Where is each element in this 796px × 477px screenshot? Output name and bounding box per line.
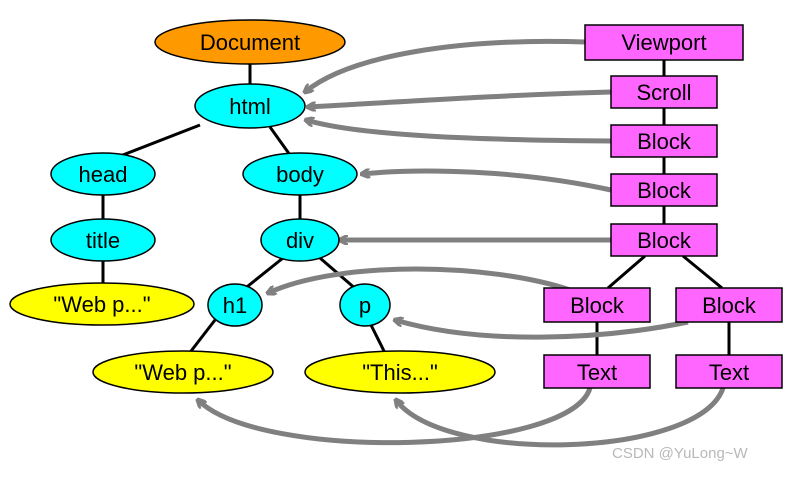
edge-block-block-h1 — [607, 254, 646, 290]
render-viewport: Viewport — [584, 24, 744, 61]
node-title-label: title — [86, 228, 120, 253]
render-block-body-box — [610, 173, 718, 207]
node-head-label: head — [79, 162, 128, 187]
node-div: div — [260, 218, 340, 262]
node-document-label: Document — [200, 30, 300, 55]
render-text-h1-label: Text — [577, 360, 617, 385]
node-title-shape — [50, 218, 156, 262]
node-document: Document — [154, 19, 346, 65]
arrow-block-h1 — [268, 266, 571, 293]
node-body-shape — [242, 152, 358, 196]
render-block-p-box — [675, 287, 783, 323]
render-block-html-label: Block — [637, 129, 692, 154]
node-document-shape — [154, 19, 346, 65]
arrow-block-p — [395, 320, 689, 340]
edge-html-body — [268, 126, 292, 156]
node-p: p — [339, 283, 391, 327]
node-title-text: "Web p..." — [9, 282, 195, 326]
node-h1-label: h1 — [223, 293, 247, 318]
render-text-p: Text — [675, 354, 783, 389]
node-title-text-shape — [9, 282, 195, 326]
node-head: head — [50, 152, 156, 196]
node-div-shape — [260, 218, 340, 262]
render-block-h1-box — [543, 287, 651, 323]
render-text-p-label: Text — [709, 360, 749, 385]
node-html: html — [194, 83, 306, 129]
node-html-label: html — [229, 94, 271, 119]
render-scroll-box — [610, 75, 718, 109]
dom-tree: Document html head title "Web p..." body… — [9, 19, 496, 394]
node-h1-text-shape — [92, 350, 274, 394]
edge-div-h1 — [242, 256, 284, 292]
render-scroll: Scroll — [610, 75, 718, 109]
render-viewport-label: Viewport — [621, 30, 706, 55]
render-scroll-label: Scroll — [636, 80, 691, 105]
arrow-block-html — [306, 120, 612, 144]
node-title-text-label: "Web p..." — [53, 292, 150, 317]
render-tree: Viewport Scroll Block Block Block Block … — [543, 24, 783, 389]
node-p-label: p — [359, 293, 371, 318]
node-body-label: body — [276, 162, 324, 187]
mapping-arrows — [198, 38, 726, 448]
watermark: CSDN @YuLong~W — [612, 445, 748, 462]
arrow-block-body — [362, 171, 612, 193]
render-block-body-label: Block — [637, 178, 692, 203]
node-h1-text-label: "Web p..." — [134, 360, 231, 385]
edge-block-block-p — [682, 254, 723, 290]
render-text-p-box — [675, 354, 783, 389]
node-h1-text: "Web p..." — [92, 350, 274, 394]
render-viewport-box — [584, 24, 744, 61]
arrow-viewport-html — [305, 38, 586, 92]
render-block-div-label: Block — [637, 228, 692, 253]
render-block-h1-label: Block — [570, 293, 625, 318]
node-body: body — [242, 152, 358, 196]
render-block-body: Block — [610, 173, 718, 207]
render-block-div: Block — [610, 223, 718, 257]
node-p-text-label: "This..." — [362, 360, 438, 385]
node-div-label: div — [286, 228, 314, 253]
node-html-shape — [194, 83, 306, 129]
node-p-text-shape — [304, 350, 496, 394]
node-p-shape — [339, 283, 391, 327]
edge-p-text — [368, 322, 388, 356]
render-block-p-label: Block — [702, 293, 757, 318]
node-h1-shape — [207, 283, 263, 327]
render-block-div-box — [610, 223, 718, 257]
edge-h1-text — [186, 319, 217, 356]
render-text-h1-box — [543, 354, 651, 389]
render-block-h1: Block — [543, 287, 651, 323]
node-p-text: "This..." — [304, 350, 496, 394]
arrow-text-h1-text — [198, 387, 593, 446]
node-title: title — [50, 218, 156, 262]
arrow-text-p-text — [396, 387, 726, 448]
render-block-p: Block — [675, 287, 783, 323]
node-head-shape — [50, 152, 156, 196]
arrow-scroll-html — [308, 89, 612, 107]
node-h1: h1 — [207, 283, 263, 327]
render-text-h1: Text — [543, 354, 651, 389]
render-block-html-box — [610, 124, 718, 158]
render-block-html: Block — [610, 124, 718, 158]
render-tree-edges — [595, 60, 731, 355]
